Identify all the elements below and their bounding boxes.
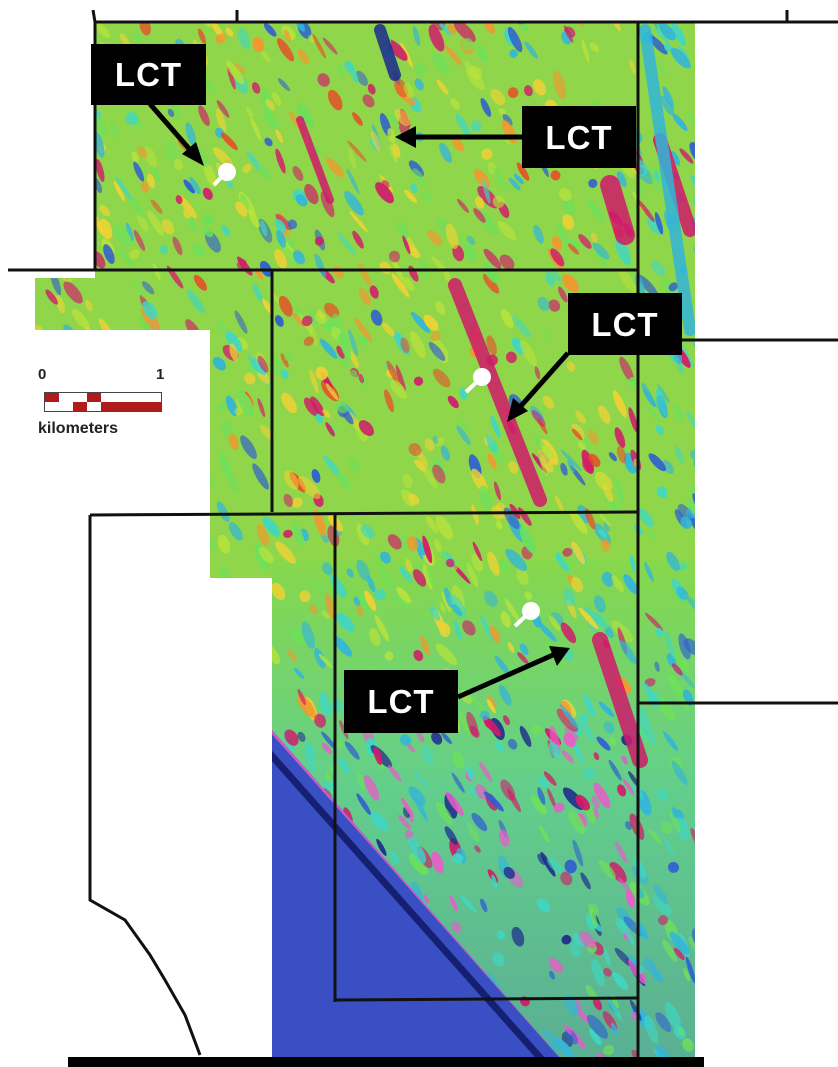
sample-sites [212, 163, 540, 628]
pointer-arrows [148, 102, 570, 700]
scale-start-label: 0 [38, 366, 47, 383]
site-marker-1 [212, 163, 236, 187]
boundary-line [334, 996, 639, 1002]
scale-bar: 0 1 kilometers [38, 366, 170, 444]
lct-label-2: LCT [522, 106, 636, 168]
boundary-line [88, 515, 202, 1056]
tick-mark [91, 9, 97, 23]
bottom-border-bar [68, 1057, 704, 1067]
lct-label-3: LCT [568, 293, 682, 355]
site-marker-2 [464, 368, 491, 394]
scale-end-label: 1 [156, 366, 165, 383]
lineament-ridges [296, 24, 695, 768]
boundary-line [89, 510, 639, 517]
arrow-4 [456, 646, 570, 700]
boundary-lines [8, 9, 838, 1060]
arrow-1 [148, 102, 204, 166]
lct-label-4: LCT [344, 670, 458, 733]
site-marker-3 [513, 602, 540, 628]
scale-unit-label: kilometers [38, 420, 119, 437]
lct-label-1: LCT [91, 44, 206, 105]
arrow-3 [507, 351, 570, 422]
scale-ruler [44, 392, 162, 412]
arrow-2 [395, 126, 523, 148]
